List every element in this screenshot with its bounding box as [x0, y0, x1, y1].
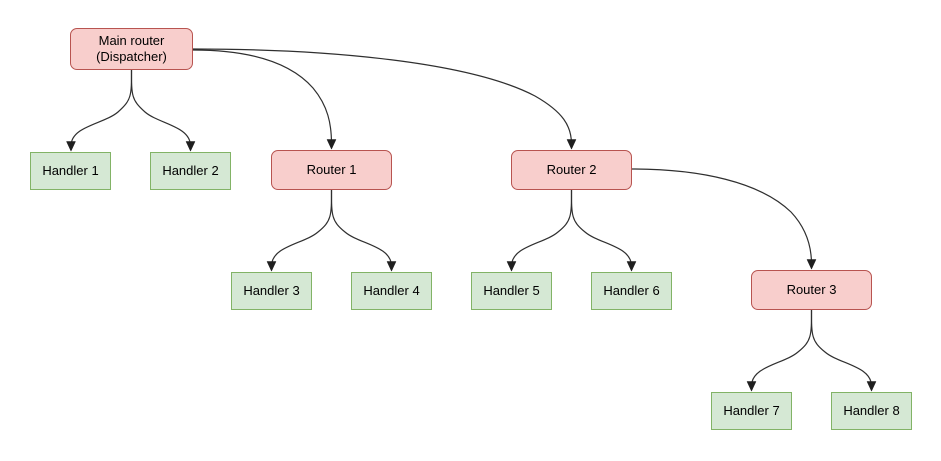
arrow-head-icon	[566, 139, 577, 150]
node-label-h6: Handler 6	[603, 283, 660, 299]
edge-r2-to-h6	[570, 189, 637, 272]
node-r1[interactable]: Router 1	[271, 150, 392, 190]
node-h2[interactable]: Handler 2	[150, 152, 231, 190]
edge-main-to-r2	[192, 48, 577, 150]
edge-path	[510, 189, 573, 267]
edge-r3-to-h7	[746, 309, 813, 392]
node-h8[interactable]: Handler 8	[831, 392, 912, 430]
node-r3[interactable]: Router 3	[751, 270, 872, 310]
node-h6[interactable]: Handler 6	[591, 272, 672, 310]
edge-r2-to-r3	[631, 168, 817, 270]
arrow-head-icon	[66, 141, 76, 152]
arrow-head-icon	[506, 261, 517, 272]
node-r2[interactable]: Router 2	[511, 150, 632, 190]
node-label-r2: Router 2	[546, 162, 597, 178]
edge-path	[330, 189, 393, 267]
arrow-head-icon	[326, 139, 337, 150]
arrow-head-icon	[266, 261, 277, 272]
node-h3[interactable]: Handler 3	[231, 272, 312, 310]
edge-path	[130, 69, 192, 147]
edge-path	[270, 189, 333, 267]
node-h4[interactable]: Handler 4	[351, 272, 432, 310]
edge-r2-to-h5	[506, 189, 573, 272]
edge-main-to-h1	[66, 69, 133, 152]
edge-path	[70, 69, 133, 147]
edge-r1-to-h4	[330, 189, 397, 272]
arrow-head-icon	[806, 259, 817, 270]
edge-path	[750, 309, 813, 387]
node-h5[interactable]: Handler 5	[471, 272, 552, 310]
edge-main-to-h2	[130, 69, 196, 152]
node-label-main: Main router (Dispatcher)	[96, 33, 167, 64]
node-h1[interactable]: Handler 1	[30, 152, 111, 190]
node-label-h3: Handler 3	[243, 283, 300, 299]
arrow-head-icon	[626, 261, 637, 272]
node-label-h5: Handler 5	[483, 283, 540, 299]
arrow-head-icon	[866, 381, 877, 392]
arrow-head-icon	[746, 381, 757, 392]
edge-path	[192, 48, 573, 145]
node-label-r3: Router 3	[786, 282, 837, 298]
edge-path	[810, 309, 873, 387]
node-label-h1: Handler 1	[42, 163, 99, 179]
node-h7[interactable]: Handler 7	[711, 392, 792, 430]
node-label-h4: Handler 4	[363, 283, 420, 299]
node-label-h2: Handler 2	[162, 163, 219, 179]
node-label-r1: Router 1	[306, 162, 357, 178]
node-label-h7: Handler 7	[723, 403, 780, 419]
node-main[interactable]: Main router (Dispatcher)	[70, 28, 193, 70]
node-label-h8: Handler 8	[843, 403, 900, 419]
edge-path	[631, 168, 813, 265]
edge-path	[192, 49, 333, 145]
arrow-head-icon	[185, 141, 196, 152]
edge-path	[570, 189, 633, 267]
edge-r1-to-h3	[266, 189, 333, 272]
edge-main-to-r1	[192, 49, 337, 150]
edge-r3-to-h8	[810, 309, 877, 392]
arrow-head-icon	[386, 261, 397, 272]
